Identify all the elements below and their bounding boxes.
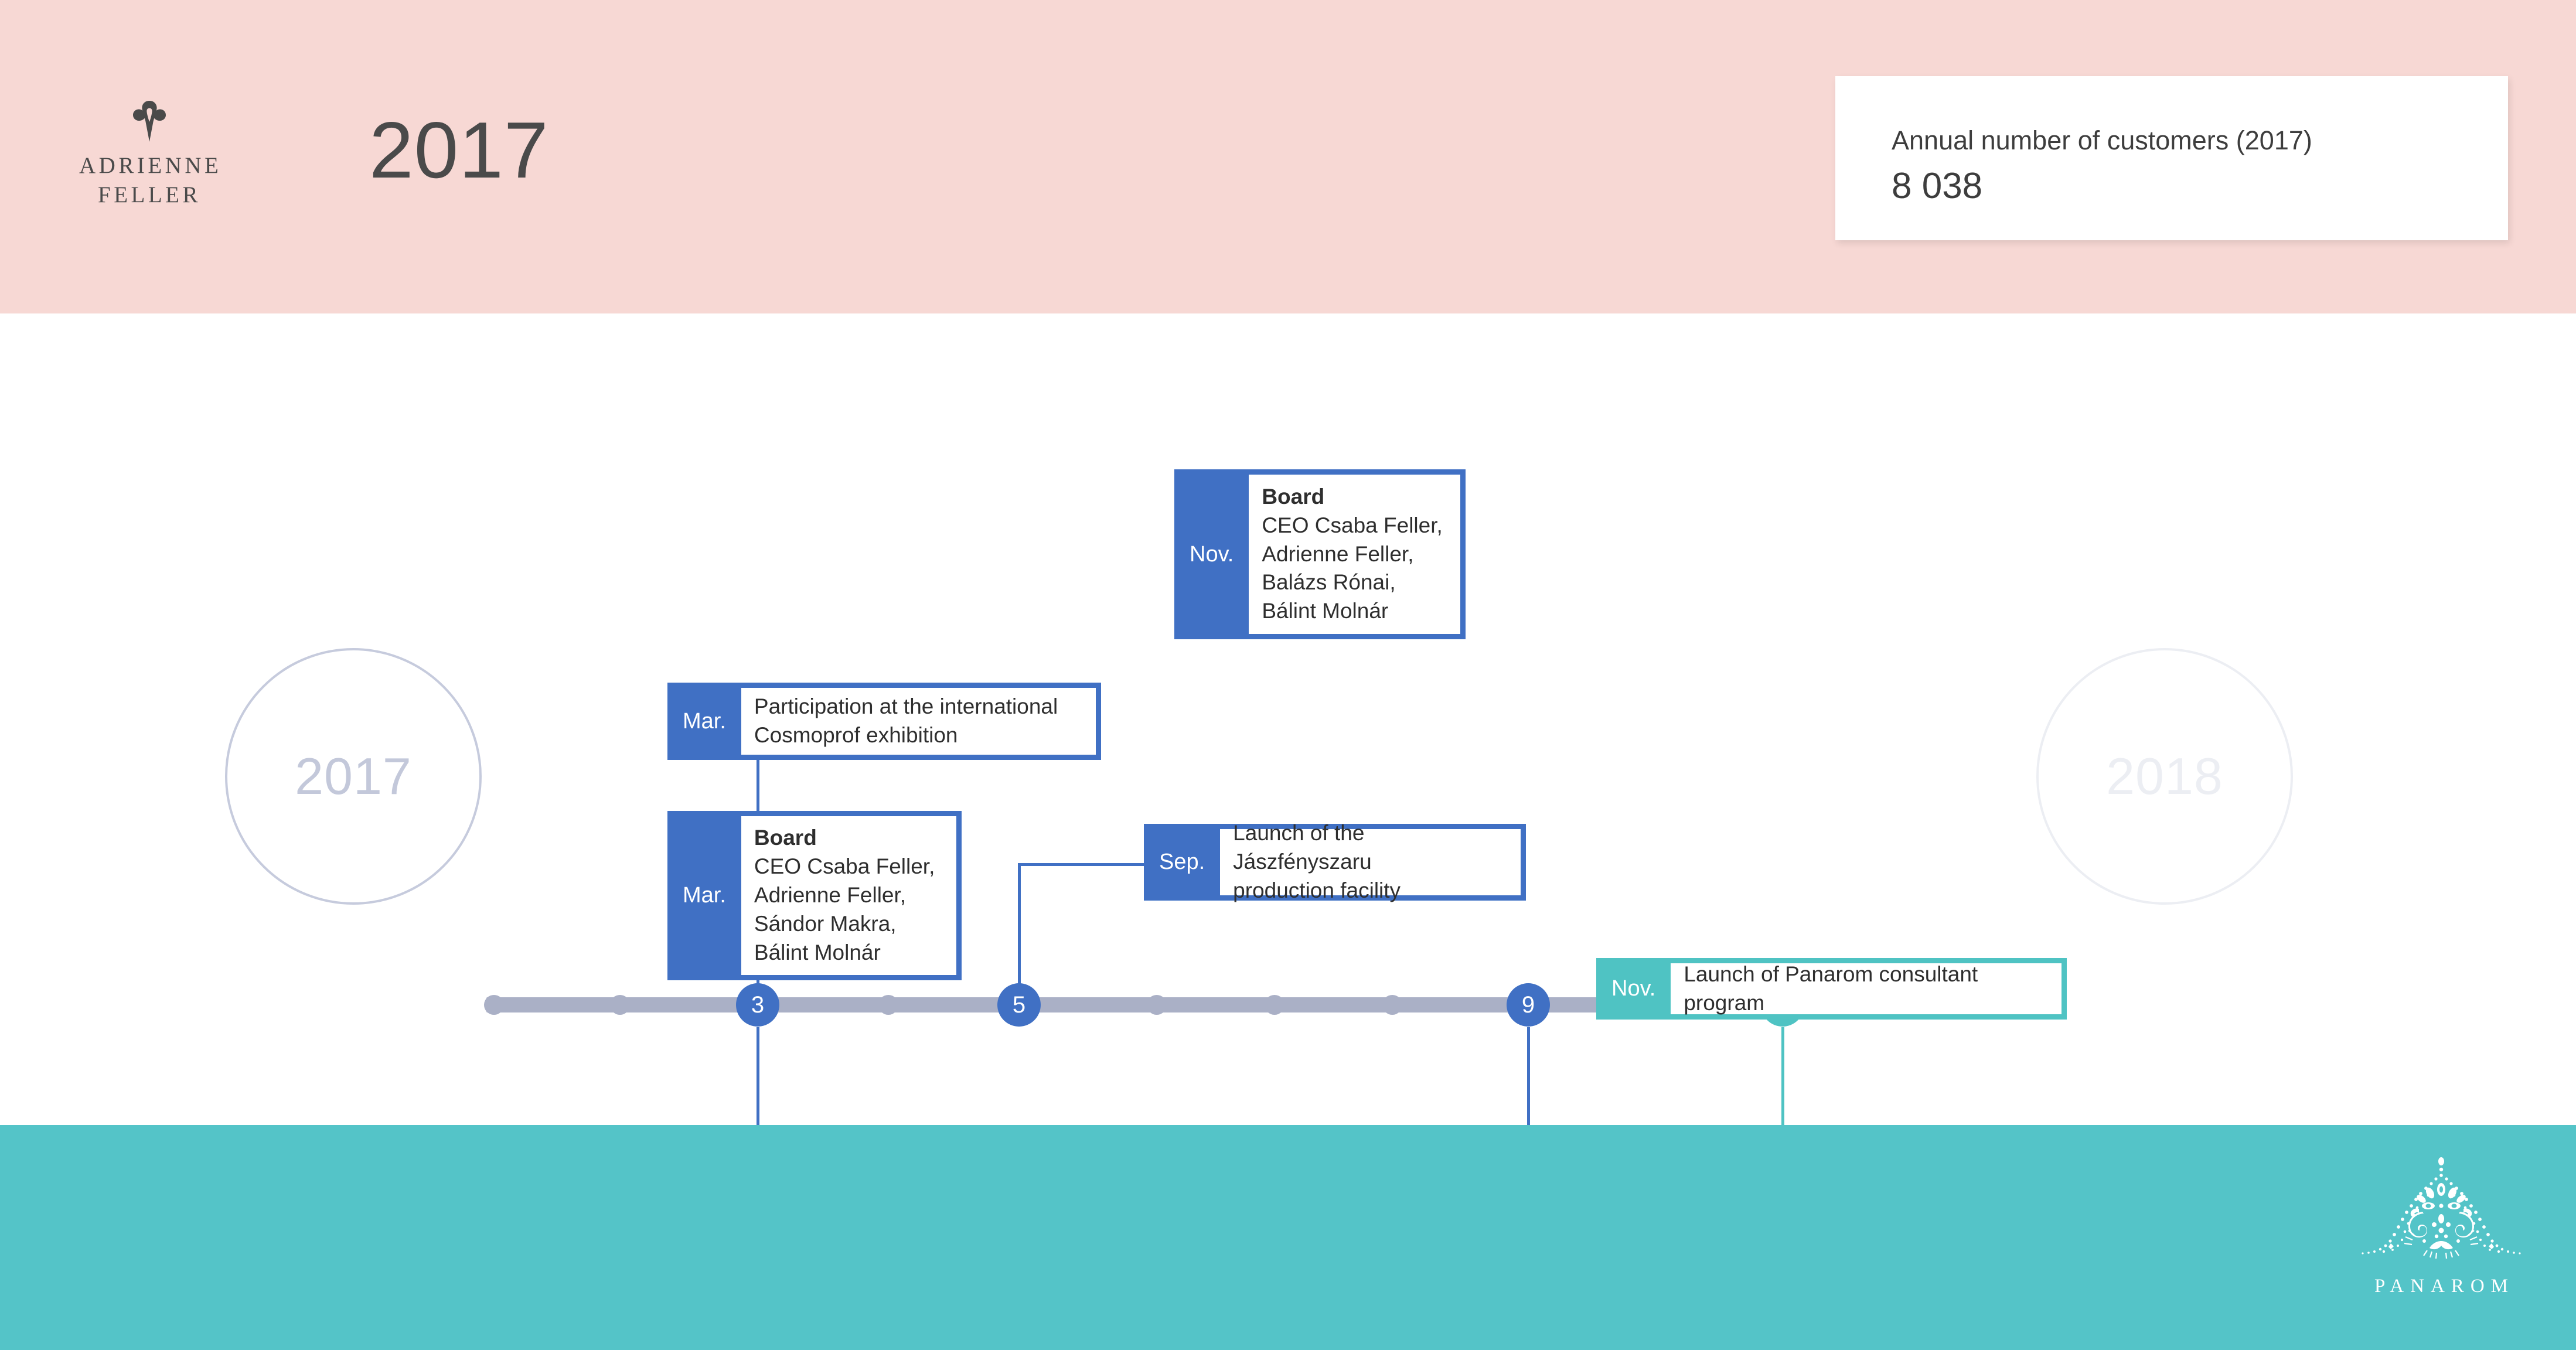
panarom-wordmark: PANAROM (2374, 1276, 2514, 1297)
timeline-marker-3[interactable]: 3 (736, 983, 779, 1027)
event-text: Participation at the international Cosmo… (754, 694, 1058, 747)
timeline-marker-5[interactable]: 5 (997, 983, 1041, 1027)
event-month-label: Mar. (683, 708, 726, 734)
brand-line-2: FELLER (98, 182, 201, 207)
year-bubble-start-label: 2017 (295, 747, 412, 805)
timeline-dot (1147, 995, 1167, 1015)
event-text: Launch of the Jászfényszaru production f… (1233, 821, 1401, 902)
event-month-label: Nov. (1611, 976, 1656, 1001)
timeline-dot (1382, 995, 1402, 1015)
event-card-nov-board[interactable]: Nov. Board CEO Csaba Feller, Adrienne Fe… (1174, 469, 1466, 639)
event-body: Board CEO Csaba Feller, Adrienne Feller,… (741, 816, 956, 975)
connector-nov-board-vertical (1018, 863, 1021, 985)
kpi-card: Annual number of customers (2017) 8 038 (1835, 76, 2508, 240)
footer-band: PANAROM (0, 1125, 2576, 1350)
event-month-label: Mar. (683, 883, 726, 908)
event-text: CEO Csaba Feller, Adrienne Feller, Sándo… (754, 854, 935, 964)
timeline-dot (1265, 995, 1284, 1015)
timeline-area: 2017 2018 3 5 9 11 (0, 313, 2576, 1273)
event-card-sep-facility[interactable]: Sep. Launch of the Jászfényszaru product… (1144, 821, 1526, 902)
timeline-marker-9[interactable]: 9 (1507, 983, 1550, 1027)
event-text: Launch of Panarom consultant program (1684, 962, 1978, 1015)
event-title: Board (754, 826, 817, 850)
timeline-dot (610, 995, 630, 1015)
connector-mar-board (757, 1027, 759, 1138)
year-bubble-end-label: 2018 (2106, 747, 2223, 805)
year-bubble-end: 2018 (2036, 648, 2293, 905)
event-body: Launch of Panarom consultant program (1671, 962, 2062, 1015)
kpi-value: 8 038 (1892, 166, 1983, 206)
panarom-logo: PANAROM (2353, 1153, 2529, 1297)
timeline-marker-9-label: 9 (1521, 992, 1535, 1018)
event-body: Participation at the international Cosmo… (741, 688, 1096, 755)
connector-nov-board-horizontal (1018, 863, 1172, 866)
event-text: CEO Csaba Feller, Adrienne Feller, Baláz… (1262, 513, 1443, 623)
timeline-dot (484, 995, 504, 1015)
kpi-label: Annual number of customers (2017) (1892, 125, 2312, 155)
timeline-marker-5-label: 5 (1012, 992, 1026, 1018)
timeline-marker-3-label: 3 (751, 992, 765, 1018)
adrienne-feller-logo: ADRIENNE FELLER (79, 100, 220, 210)
event-month-label: Nov. (1190, 541, 1234, 567)
brand-line-1: ADRIENNE (79, 153, 222, 178)
year-bubble-start: 2017 (225, 648, 482, 905)
event-card-mar-board[interactable]: Mar. Board CEO Csaba Feller, Adrienne Fe… (667, 811, 962, 980)
event-title: Board (1262, 484, 1325, 509)
event-body: Launch of the Jászfényszaru production f… (1220, 821, 1521, 902)
event-card-mar-cosmoprof[interactable]: Mar. Participation at the international … (667, 683, 1101, 760)
timeline-dot (878, 995, 898, 1015)
panarom-ornament-icon (2362, 1157, 2521, 1259)
event-card-nov-panarom[interactable]: Nov. Launch of Panarom consultant progra… (1596, 958, 2067, 1020)
event-month-label: Sep. (1159, 850, 1205, 874)
connector-sep-facility (1527, 1027, 1530, 1133)
page-title: 2017 (369, 105, 549, 195)
fleur-flower-icon (133, 101, 166, 142)
event-body: Board CEO Csaba Feller, Adrienne Feller,… (1249, 475, 1460, 634)
